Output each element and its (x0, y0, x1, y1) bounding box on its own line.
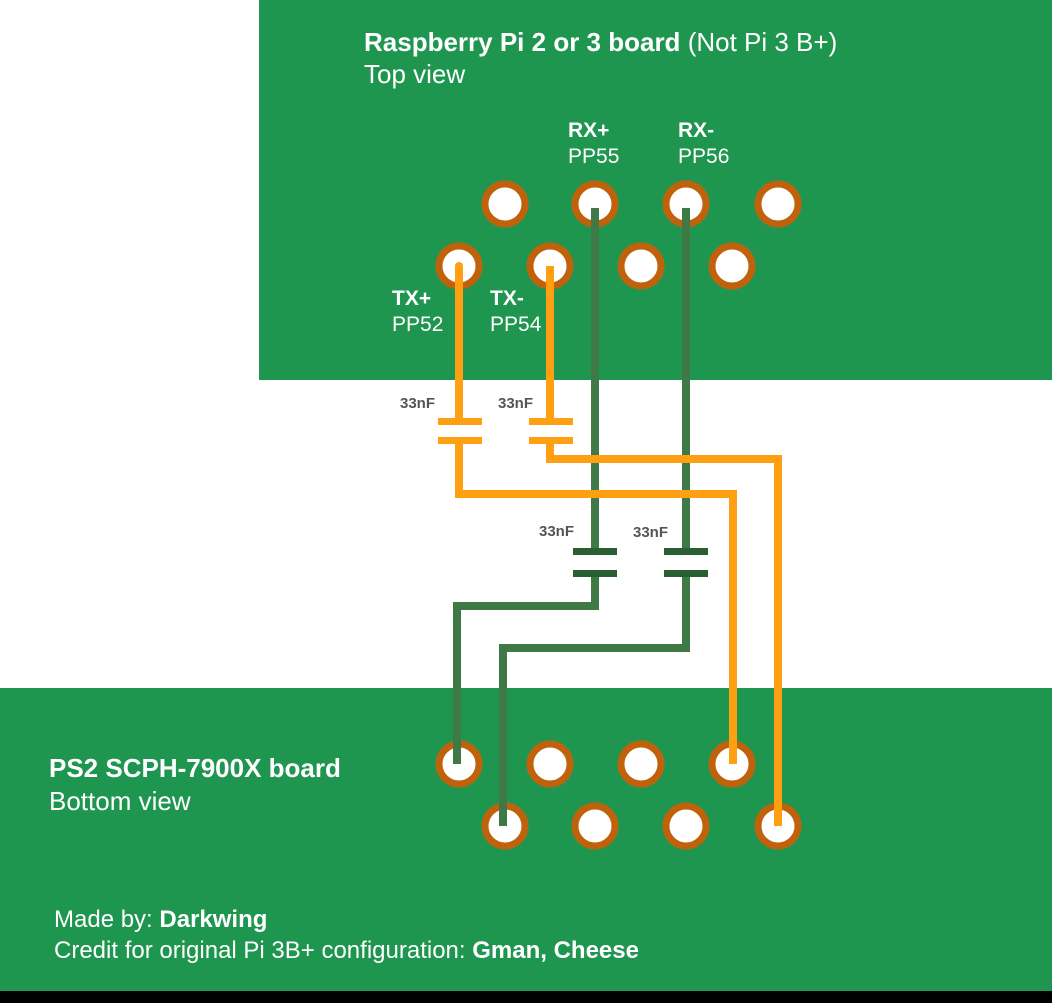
ps2-board-subtitle: Bottom view (49, 786, 191, 816)
made-by-label: Made by: (54, 906, 153, 933)
capacitor-label-rx-minus: 33nF (633, 524, 669, 541)
pi-pad (617, 242, 665, 290)
pi-board-title-note: (Not Pi 3 B+) (687, 27, 838, 57)
pi-board-title-bold: Raspberry Pi 2 or 3 board (364, 27, 681, 57)
pi-pads (435, 180, 802, 290)
pad-dot-tx-plus (455, 262, 463, 270)
tx-minus-wire-lower (546, 441, 782, 826)
raspberry-pi-board (259, 0, 1052, 380)
pin-label-rx-plus: RX+ PP55 (568, 118, 619, 170)
rx-minus-wire-lower (499, 574, 690, 826)
pin-pp-tx-minus: PP54 (490, 313, 542, 336)
pin-name-rx-minus: RX- (678, 119, 715, 142)
capacitor-rx-minus (664, 548, 708, 577)
pin-label-tx-minus: TX- PP54 (490, 286, 541, 338)
ps2-board-title: PS2 SCPH-7900X board (49, 752, 341, 784)
capacitor-tx-minus (529, 418, 573, 444)
capacitor-rx-plus (573, 548, 617, 577)
ps2-pad (526, 740, 574, 788)
pin-name-rx-plus: RX+ (568, 119, 610, 142)
pin-pp-tx-plus: PP52 (392, 313, 444, 336)
capacitor-label-tx-plus: 33nF (400, 395, 436, 412)
credit-line: Credit for original Pi 3B+ configuration… (54, 935, 639, 966)
ps2-pad (662, 802, 710, 850)
pin-name-tx-plus: TX+ (392, 287, 432, 310)
pin-label-rx-minus: RX- PP56 (678, 118, 729, 170)
tx-plus-wire-lower (455, 441, 737, 764)
ps2-pad (617, 740, 665, 788)
rx-plus-wire-lower (453, 574, 599, 764)
pin-pp-rx-plus: PP55 (568, 145, 620, 168)
ps2-pads (435, 740, 802, 850)
ps2-board (0, 688, 1052, 991)
pi-pad (754, 180, 802, 228)
pi-pad (481, 180, 529, 228)
pi-board-title: Raspberry Pi 2 or 3 board (Not Pi 3 B+) (364, 26, 837, 58)
capacitor-label-rx-plus: 33nF (539, 523, 575, 540)
credit-label: Credit for original Pi 3B+ configuration… (54, 937, 466, 964)
pi-pad (708, 242, 756, 290)
bottom-bar (0, 991, 1052, 1003)
tx-wires (455, 266, 782, 826)
made-by-name: Darkwing (159, 906, 268, 933)
pin-name-tx-minus: TX- (490, 287, 524, 310)
credit-names: Gman, Cheese (472, 937, 639, 964)
pin-label-tx-plus: TX+ PP52 (392, 286, 443, 338)
ps2-pad (571, 802, 619, 850)
made-by-line: Made by: Darkwing (54, 904, 639, 935)
pi-board-subtitle: Top view (364, 59, 466, 89)
capacitor-tx-plus (438, 418, 482, 444)
pin-pp-rx-minus: PP56 (678, 145, 730, 168)
ps2-board-title-bold: PS2 SCPH-7900X board (49, 753, 341, 783)
credits: Made by: Darkwing Credit for original Pi… (54, 904, 639, 966)
capacitor-label-tx-minus: 33nF (498, 395, 534, 412)
pad-centers (455, 262, 463, 270)
